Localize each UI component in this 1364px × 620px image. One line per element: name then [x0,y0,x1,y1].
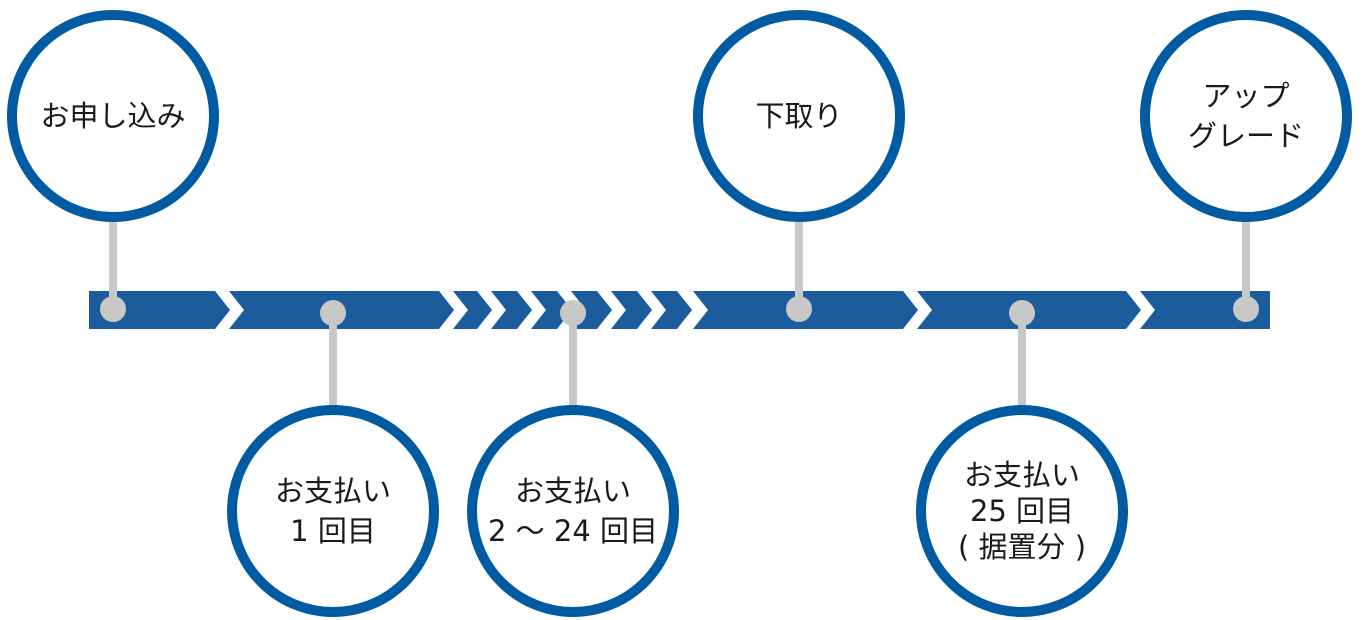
timeline-dot [100,296,126,322]
timeline-bar-segment [491,291,532,329]
milestone-label: 2 ～ 24 回目 [487,514,658,548]
timeline-dot [786,296,812,322]
timeline-bar-segment [89,291,230,329]
milestone-label: 25 回目 [969,494,1075,528]
milestone-label: 下取り [755,99,843,133]
milestone-label: お申し込み [40,99,186,133]
milestone-payment-1: お支払い 1 回目 [227,405,439,617]
timeline-dot [1233,296,1259,322]
milestone-application: お申し込み [7,10,219,222]
milestone-payment-2-24: お支払い 2 ～ 24 回目 [467,405,679,617]
milestone-label: お支払い [514,474,631,508]
milestone-label: ( 据置分 ) [957,530,1087,564]
milestone-label: 1 回目 [290,514,376,548]
timeline-bar-segment [453,291,492,329]
milestone-label: お支払い [274,474,391,508]
timeline-dot [560,300,586,326]
timeline-bar-segment [611,291,652,329]
milestone-label: グレード [1187,119,1304,153]
milestone-payment-25: お支払い 25 回目 ( 据置分 ) [916,405,1128,617]
timeline-bar-segment [651,291,692,329]
timeline-dot [320,300,346,326]
timeline-dot [1009,300,1035,326]
milestone-trade-in: 下取り [693,10,905,222]
milestone-label: アップ [1202,79,1290,113]
milestone-label: お支払い [963,458,1080,492]
milestone-upgrade: アップ グレード [1140,10,1352,222]
